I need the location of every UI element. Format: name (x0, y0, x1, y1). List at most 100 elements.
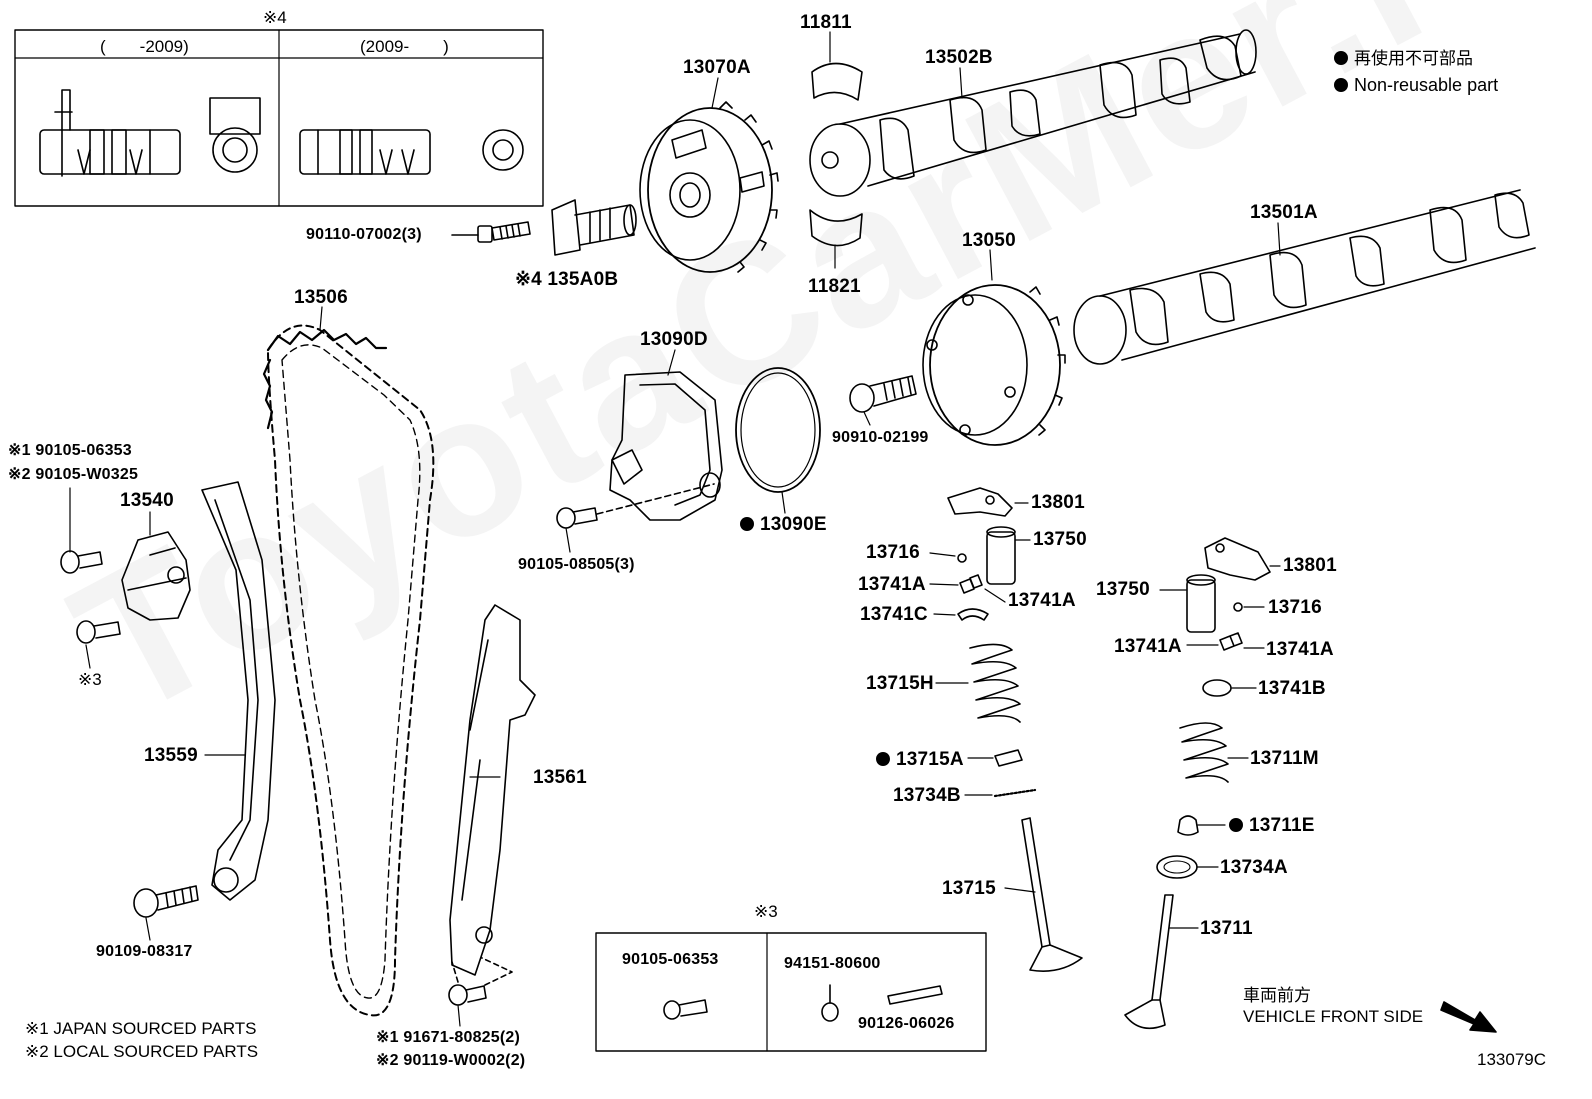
vvt-sprocket-13050-icon (922, 284, 1066, 446)
label-90105-w0325: ※2 90105-W0325 (8, 466, 139, 483)
valve-seal-13715a-icon (994, 749, 1023, 767)
retainer-13741b-icon (1202, 679, 1232, 697)
label-13711m: 13711M (1250, 748, 1319, 769)
rocker-arm-13801b-icon (1204, 537, 1271, 581)
label-13715: 13715 (942, 878, 996, 899)
variant-mark: ※4 (263, 8, 287, 27)
label-90910: 90910-02199 (832, 429, 929, 446)
bolt-90105-06353-icon (60, 550, 103, 574)
label-13715a-text: 13715A (896, 749, 964, 770)
label-13741a-4: 13741A (1266, 639, 1334, 660)
vvt-sprocket-13070a-icon (639, 101, 779, 273)
label-11811: 11811 (800, 12, 852, 33)
shim-13734a-inner-icon (1163, 860, 1191, 874)
label-91671: ※1 91671-80825(2) (376, 1029, 521, 1046)
label-90109: 90109-08317 (96, 943, 193, 960)
keeper-13741a-b-icon (1219, 632, 1243, 651)
label-90105-06353-jp: ※1 90105-06353 (8, 442, 132, 459)
valve-seal-13711e-icon (1177, 815, 1199, 836)
label-13734a: 13734A (1220, 857, 1288, 878)
bolt-90109-icon (133, 885, 199, 918)
bullet-icon (1229, 818, 1243, 832)
ocv-new-icon (299, 129, 524, 175)
variant-col-left: ( -2009) (100, 37, 189, 56)
legend-jp: 再使用不可部品 (1334, 50, 1473, 67)
variant-table (14, 29, 544, 207)
legend-en: Non-reusable part (1334, 76, 1498, 94)
bullet-icon (1334, 51, 1348, 65)
label-11821: 11821 (808, 276, 861, 297)
box3-frame (595, 932, 987, 1052)
label-13715h: 13715H (866, 673, 934, 694)
ocv-old-icon (39, 89, 261, 177)
label-13501a: 13501A (1250, 202, 1318, 223)
chain-tensioner-icon (121, 531, 191, 621)
variant-col-right: (2009- ) (360, 37, 449, 56)
box3-right-part-b: 90126-06026 (858, 1015, 955, 1032)
direction-jp: 車両前方 (1243, 986, 1311, 1005)
valve-cap-13716-icon (957, 553, 967, 563)
retainer-13741c-icon (957, 608, 989, 621)
label-13741a-1: 13741A (858, 574, 926, 595)
o-ring-13090e-icon (735, 367, 821, 493)
label-13502b: 13502B (925, 47, 993, 68)
label-13715a: 13715A (876, 750, 964, 769)
shim-13734a-icon (1156, 855, 1198, 879)
label-13090d: 13090D (640, 329, 708, 350)
oil-control-valve-icon (551, 199, 637, 256)
label-13711: 13711 (1200, 918, 1253, 939)
keeper-13741a-icon (959, 574, 983, 594)
legend-en-text: Non-reusable part (1354, 75, 1499, 95)
footnote-japan: ※1 JAPAN SOURCED PARTS (25, 1019, 257, 1038)
label-13716-a: 13716 (866, 542, 920, 563)
leader-lines (69, 31, 1281, 1027)
label-13750-a: 13750 (1033, 529, 1087, 550)
timing-chain-icon (262, 324, 435, 1017)
bolt-mark3-icon (76, 620, 121, 644)
label-13741c: 13741C (860, 604, 928, 625)
o-ring-inner-icon (740, 372, 816, 488)
diagram-code: 133079C (1477, 1050, 1547, 1069)
bullet-icon (740, 517, 754, 531)
label-13734b: 13734B (893, 785, 961, 806)
valve-13715-icon (1021, 817, 1083, 972)
bearing-11821-icon (809, 209, 863, 247)
label-90105-08505: 90105-08505(3) (518, 556, 635, 573)
valve-13711-icon (1124, 894, 1174, 1030)
valve-spring-13715h-icon (969, 643, 1021, 723)
label-13559: 13559 (144, 745, 198, 766)
label-13090e: 13090E (740, 515, 827, 534)
rocker-arm-13801-icon (947, 487, 1013, 517)
label-13750-b: 13750 (1096, 579, 1150, 600)
bearing-11811-icon (811, 62, 863, 101)
shim-13734b-icon (993, 788, 1037, 798)
camshaft-13501a-icon (1073, 189, 1536, 365)
lash-adjuster-13750-icon (986, 526, 1016, 585)
label-90110: 90110-07002(3) (306, 226, 422, 243)
bolt-91671-icon (448, 957, 513, 1006)
lash-adjuster-13750b-icon (1186, 574, 1216, 633)
chain-guide-13559-icon (201, 481, 276, 901)
valve-cap-13716b-icon (1233, 602, 1243, 612)
bullet-icon (876, 752, 890, 766)
chain-guide-13561-icon (449, 604, 536, 976)
label-mark3: ※3 (78, 670, 102, 689)
label-135a0b: ※4 135A0B (515, 269, 619, 290)
valve-spring-13711m-icon (1179, 722, 1229, 783)
footnote-local: ※2 LOCAL SOURCED PARTS (25, 1042, 259, 1061)
label-13741b: 13741B (1258, 678, 1326, 699)
label-13716-b: 13716 (1268, 597, 1322, 618)
label-13050: 13050 (962, 230, 1016, 251)
legend-jp-text: 再使用不可部品 (1354, 49, 1473, 68)
bolt-90110-icon (451, 221, 531, 243)
label-13506: 13506 (294, 287, 348, 308)
label-13090e-text: 13090E (760, 514, 827, 535)
label-13801-b: 13801 (1283, 555, 1337, 576)
label-13801-a: 13801 (1031, 492, 1085, 513)
direction-en: VEHICLE FRONT SIDE (1243, 1007, 1424, 1026)
bullet-icon (1334, 78, 1348, 92)
camshaft-13502b-icon (809, 29, 1257, 197)
label-13741a-2: 13741A (1008, 590, 1076, 611)
bolt-90910-icon (849, 375, 917, 413)
